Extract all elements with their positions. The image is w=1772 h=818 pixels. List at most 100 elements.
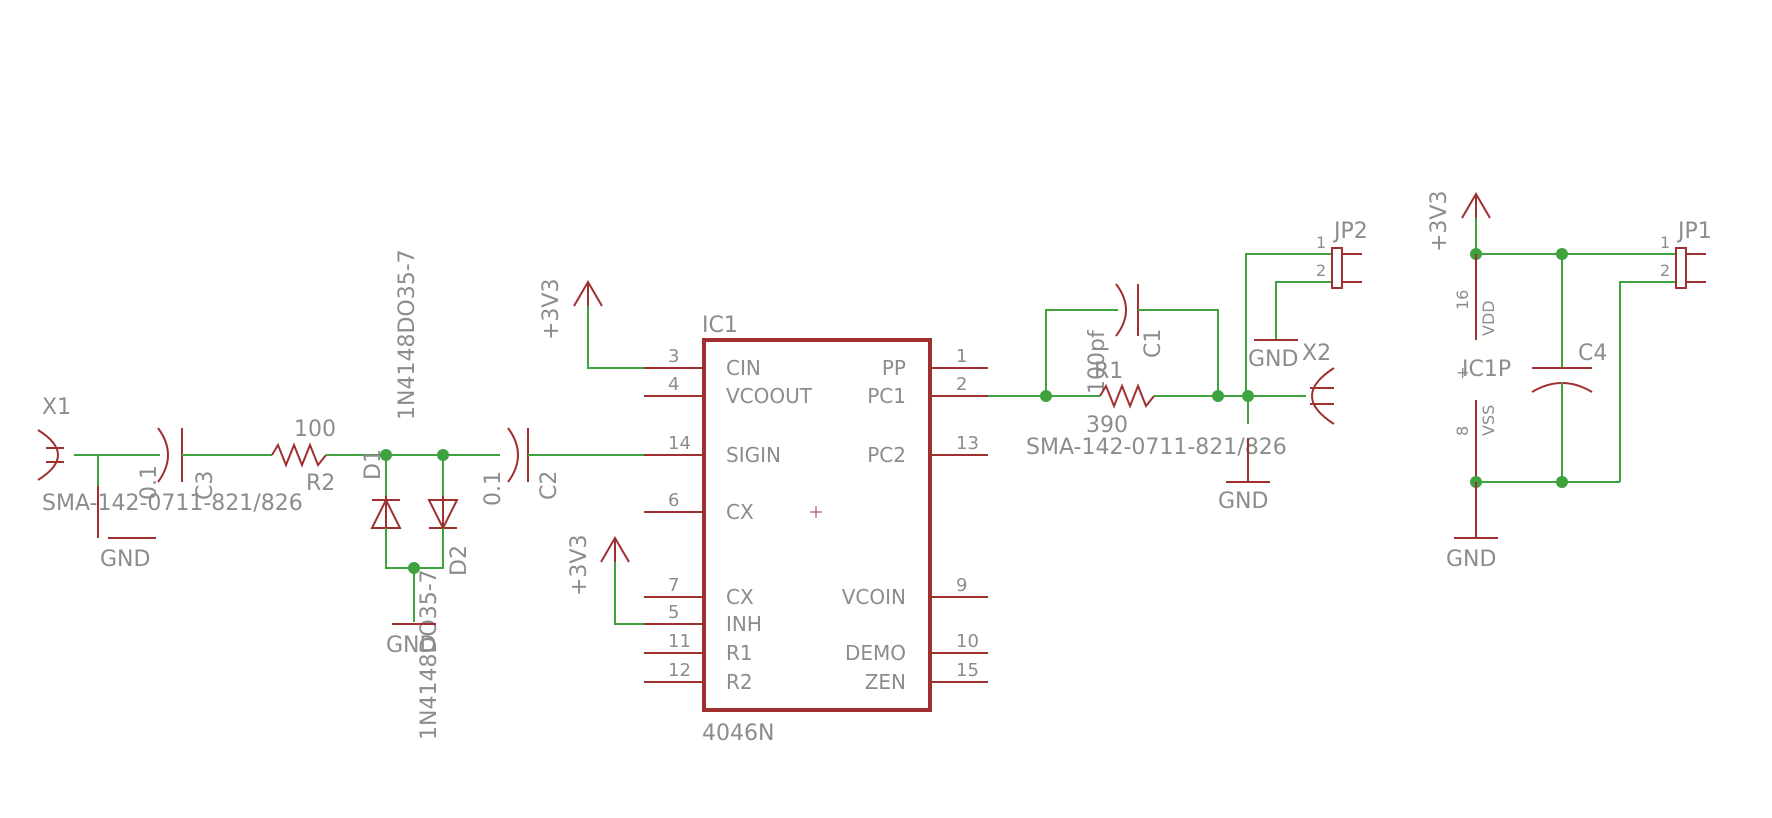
gnd-label-diodes: GND <box>386 633 436 658</box>
ic1-pin-6[interactable]: 6 CX <box>644 490 754 524</box>
capacitor-c1-value: 100pf <box>1085 329 1110 394</box>
capacitor-c1-curved-plate <box>1115 283 1127 337</box>
supply-label-cin: +3V3 <box>539 279 564 340</box>
ic1p-plus-mark: + <box>1456 363 1469 382</box>
supply-label-inh: +3V3 <box>567 535 592 596</box>
connector-x1[interactable]: X1 SMA-142-0711-821/826 <box>37 395 303 516</box>
ic1-pin-name: CX <box>726 585 754 609</box>
jumper-jp1-ref: JP1 <box>1676 219 1712 244</box>
capacitor-c2-value: 0.1 <box>481 471 506 506</box>
capacitor-c3-curved-plate <box>157 427 169 483</box>
ic1-pin-number: 4 <box>668 374 679 395</box>
gnd-label-x1: GND <box>100 547 150 572</box>
ic1-pin-number: 5 <box>668 602 679 623</box>
ic1-pin-name: PP <box>882 356 906 380</box>
capacitor-c4-ref: C4 <box>1578 341 1607 366</box>
capacitor-c2-curved-plate <box>507 427 519 483</box>
connector-x2[interactable]: X2 SMA-142-0711-821/826 <box>1026 341 1335 460</box>
connector-x2-pin <box>1310 387 1334 405</box>
ic1-pin-name: CIN <box>726 356 761 380</box>
connector-x1-ref: X1 <box>42 395 71 420</box>
ic1-pin-number: 15 <box>956 660 979 681</box>
ic1-pin-number: 6 <box>668 490 679 511</box>
ic1-pin-1[interactable]: 1PP <box>882 346 988 380</box>
gnd-label-jp2: GND <box>1248 347 1298 372</box>
ic1-pin-15[interactable]: 15 ZEN <box>865 660 988 694</box>
capacitor-c1-ref: C1 <box>1141 329 1166 358</box>
diode-d1[interactable]: D1 1N4148DO35-7 <box>361 249 420 529</box>
jumper-jp2[interactable]: 1 2 JP2 <box>1316 219 1368 289</box>
ic1-pin-3[interactable]: 3 CIN <box>644 346 761 380</box>
capacitor-c3[interactable]: 0.1 C3 <box>137 427 218 500</box>
ic1-body <box>702 338 932 712</box>
ic1-pin-name: DEMO <box>845 641 906 665</box>
connector-x2-ref: X2 <box>1302 341 1331 366</box>
resistor-r1-ref: R1 <box>1094 359 1123 384</box>
jumper-jp1-pin2: 2 <box>1660 261 1670 280</box>
connector-x1-value: SMA-142-0711-821/826 <box>42 491 303 516</box>
connector-x2-value: SMA-142-0711-821/826 <box>1026 435 1287 460</box>
wire-jp1-pin2 <box>1619 281 1676 482</box>
resistor-r1-zigzag <box>1099 383 1155 409</box>
supply-symbol-inh: +3V3 <box>567 535 630 596</box>
resistor-r1[interactable]: R1 390 <box>1086 359 1155 438</box>
connector-x1-pin <box>46 447 64 463</box>
resistor-r2[interactable]: 100 R2 <box>271 417 336 496</box>
jumper-jp1-pin1: 1 <box>1660 233 1670 252</box>
wire-jp2-pin1 <box>1245 253 1332 396</box>
connector-x1-body <box>37 429 59 481</box>
resistor-r2-value: 100 <box>294 417 336 442</box>
capacitor-c2[interactable]: 0.1 C2 <box>481 427 562 506</box>
ic1-pin-12[interactable]: 12 R2 <box>644 660 753 694</box>
ic1-value: 4046N <box>702 721 774 746</box>
wire-3v3-cin <box>587 306 644 369</box>
jumper-jp1-body <box>1675 247 1687 289</box>
ic1p-ref: IC1P <box>1462 357 1511 382</box>
ic1-pin-name: R2 <box>726 670 753 694</box>
ic1-pin-number: 12 <box>668 660 691 681</box>
diode-d1-value: 1N4148DO35-7 <box>395 249 420 420</box>
resistor-r2-ref: R2 <box>306 471 335 496</box>
diode-d2-ref: D2 <box>447 545 472 576</box>
ic1-pin-number: 11 <box>668 631 691 652</box>
jumper-jp1[interactable]: 1 2 JP1 <box>1660 219 1712 289</box>
jumper-jp2-body <box>1331 247 1343 289</box>
gnd-label-power: GND <box>1446 547 1496 572</box>
ic1-pin-name: VCOOUT <box>726 384 813 408</box>
ic1-pin-11[interactable]: 11 R1 <box>644 631 753 665</box>
wire-c1-right <box>1138 309 1219 396</box>
gnd-symbol-x1: GND <box>97 486 156 572</box>
ic1-pin-name: CX <box>726 500 754 524</box>
resistor-r2-zigzag <box>271 442 327 468</box>
wire-3v3-inh <box>614 562 644 625</box>
ic1-pin-5[interactable]: 5 INH <box>644 602 762 636</box>
ic1-pin-4[interactable]: 4 VCOOUT <box>644 374 813 408</box>
jumper-jp2-ref: JP2 <box>1332 219 1368 244</box>
gnd-symbol-jp2: GND <box>1248 339 1298 372</box>
gnd-symbol-x2: GND <box>1218 438 1270 514</box>
ic1-pin-7[interactable]: 7 CX <box>644 575 754 609</box>
ic1-pin-name: ZEN <box>865 670 906 694</box>
ic1-pin-name: R1 <box>726 641 753 665</box>
ic1-pin-number: 3 <box>668 346 679 367</box>
diode-d2-value: 1N4148DO35-7 <box>417 569 442 740</box>
power-pins-ic1p[interactable]: 16 VDD 8 VSS IC1P + <box>1453 254 1511 482</box>
diode-d2[interactable]: D2 1N4148DO35-7 <box>417 496 472 740</box>
ic1-pin-number: 14 <box>668 433 691 454</box>
ic1-pin-name: INH <box>726 612 762 636</box>
capacitor-c3-value: 0.1 <box>137 465 162 500</box>
capacitor-c2-ref: C2 <box>537 471 562 500</box>
ic1-pin-number: 7 <box>668 575 679 596</box>
capacitor-c4[interactable]: C4 <box>1531 254 1607 482</box>
wire-diodes-bottom <box>385 528 444 569</box>
ic1-pin-name: PC2 <box>867 443 906 467</box>
supply-symbol-cin: +3V3 <box>539 279 603 340</box>
gnd-label-x2: GND <box>1218 489 1268 514</box>
jumper-jp2-pin1: 1 <box>1316 233 1326 252</box>
